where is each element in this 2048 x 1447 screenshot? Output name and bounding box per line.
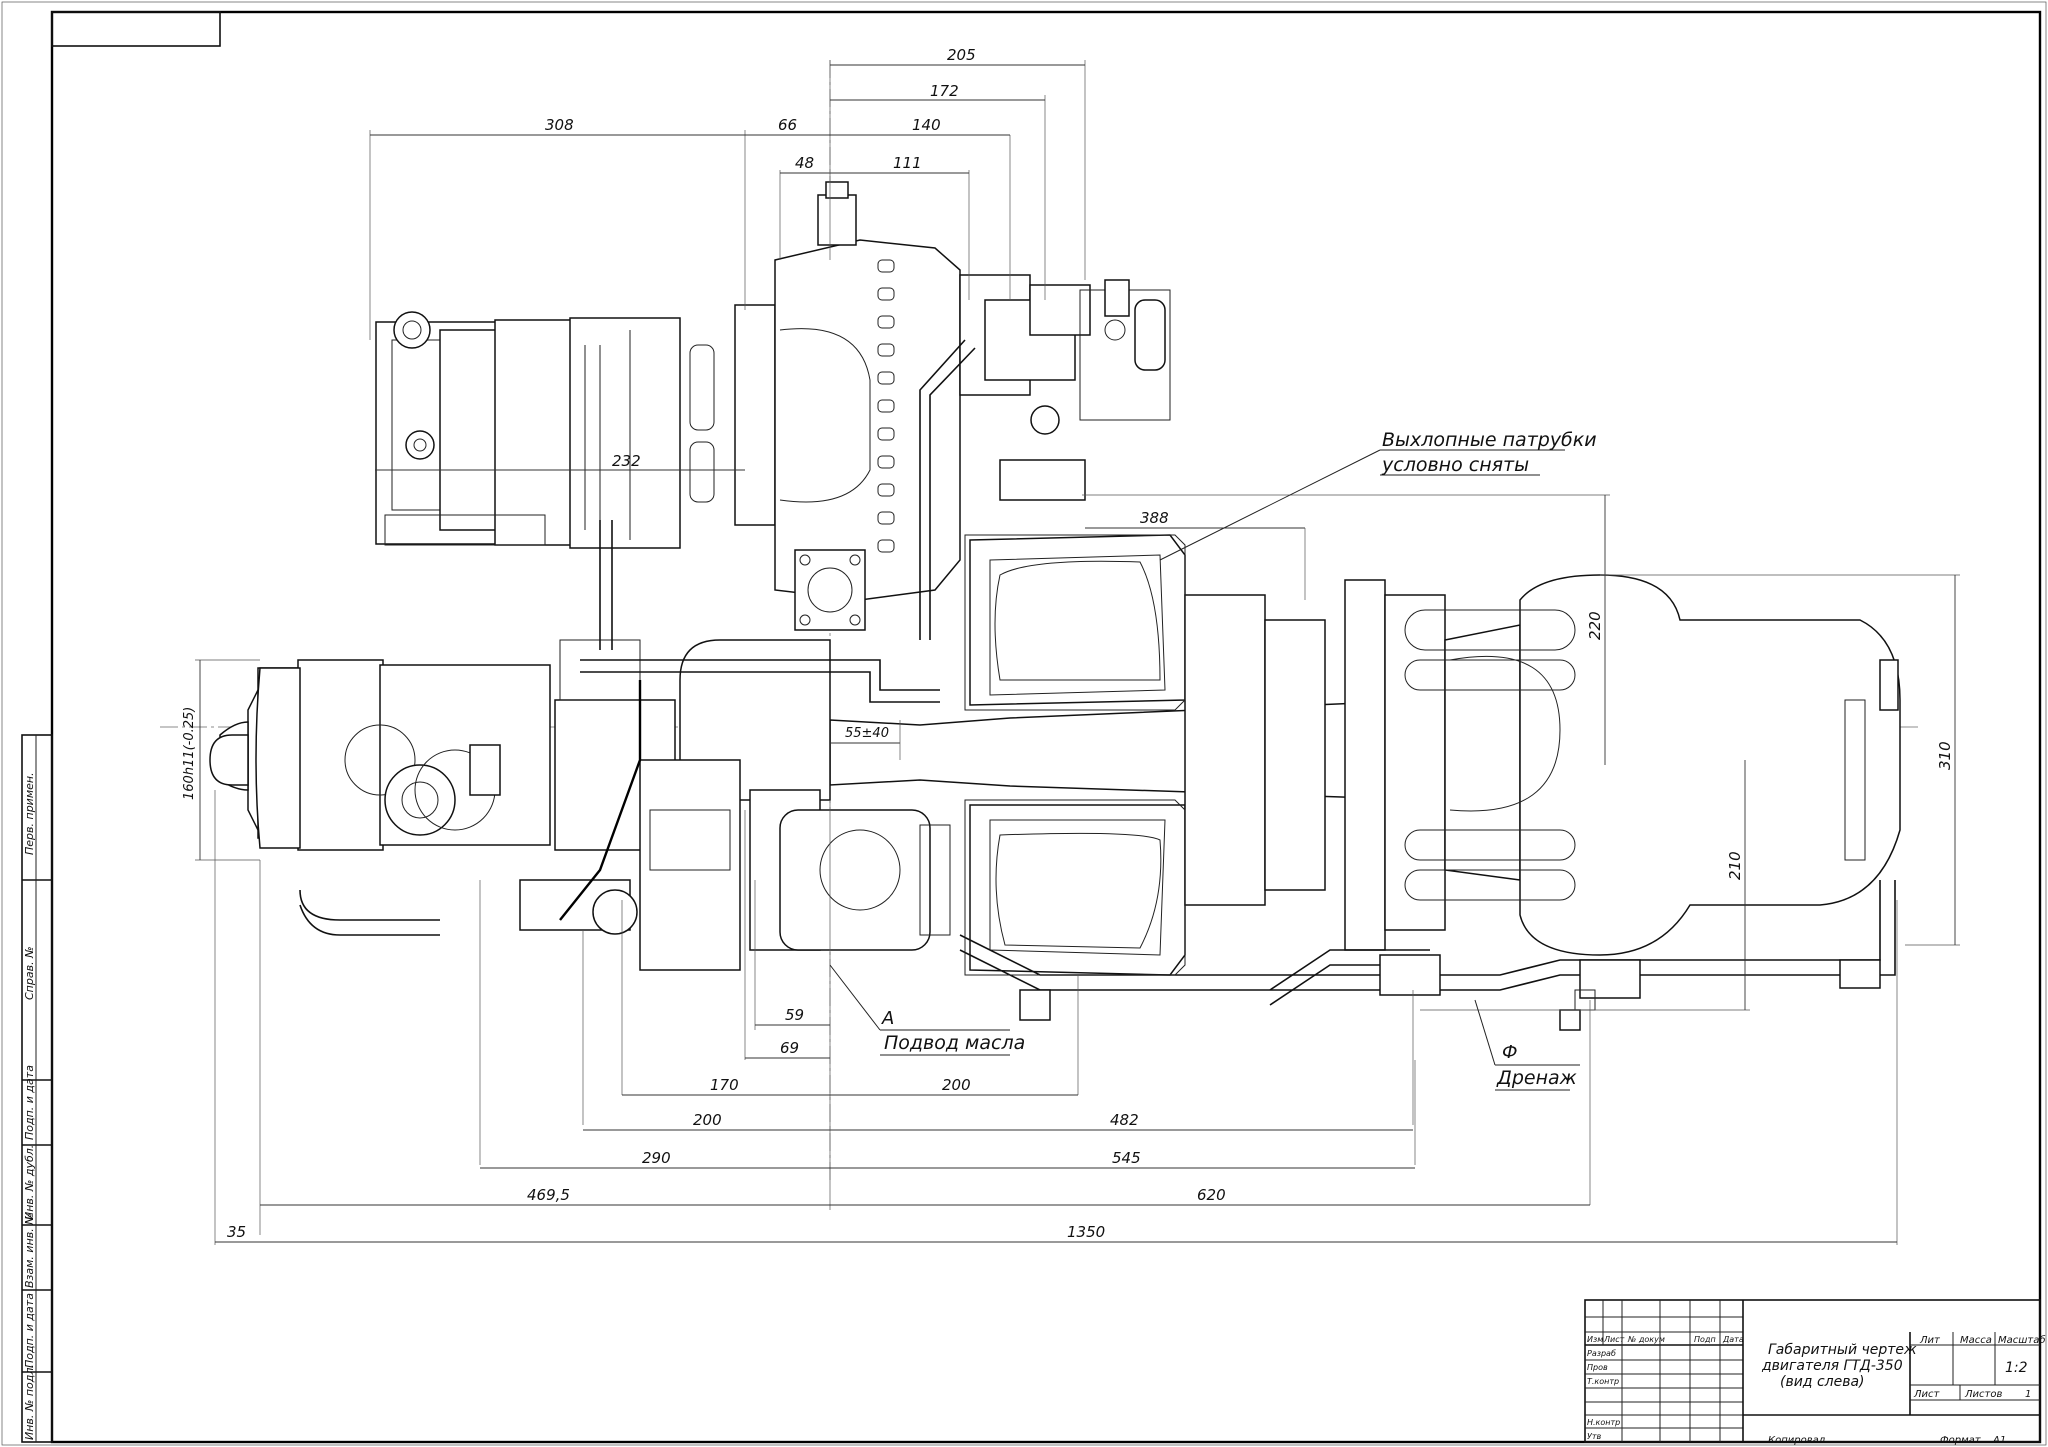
dim-220: 220	[1586, 611, 1604, 640]
tb-format-value: A1	[1992, 1435, 2006, 1446]
dim-172: 172	[930, 82, 959, 100]
side-stamp: Перв. примен. Справ. № Подп. и дата Инв.…	[21, 734, 53, 1443]
tb-title-1: Габаритный чертеж	[1768, 1342, 1917, 1358]
tb-masshtab: Масштаб	[1998, 1334, 2046, 1346]
dim-140: 140	[912, 116, 941, 134]
oil-and-fuel-pipes	[299, 520, 1896, 1031]
tb-title-2: двигателя ГТД-350	[1761, 1358, 1903, 1374]
dim-1350: 1350	[1067, 1223, 1105, 1241]
tb-copied: Копировал	[1768, 1435, 1826, 1446]
reduction-gearbox	[375, 311, 715, 549]
dim-620: 620	[1197, 1186, 1226, 1204]
combustion-chamber-upper	[969, 534, 1186, 706]
tb-role-nkontr: Н.контр	[1587, 1418, 1620, 1427]
tb-hdr-data: Дата	[1722, 1335, 1744, 1344]
dim-200-left: 200	[693, 1111, 722, 1129]
dim-170: 170	[710, 1076, 739, 1094]
note-oil-letter: А	[881, 1008, 894, 1029]
output-shaft-spinner	[209, 667, 301, 849]
note-exhaust-line1: Выхлопные патрубки	[1382, 429, 1597, 451]
accessory-gearbox	[219, 639, 951, 971]
stamp-perv-primen: Перв. примен.	[23, 772, 36, 855]
note-oil-text: Подвод масла	[884, 1032, 1025, 1054]
annotations: Выхлопные патрубки условно сняты А Подво…	[829, 429, 1597, 1091]
stamp-podp-data-2: Подп. и дата	[23, 1293, 36, 1368]
fuel-control-unit	[919, 274, 1171, 640]
stamp-inv-dubl: Инв. № дубл.	[23, 1145, 36, 1220]
title-block: Изм Лист № докум Подп Дата Разраб Пров Т…	[1584, 1299, 2046, 1446]
dim-469-5: 469,5	[527, 1186, 570, 1204]
stamp-vzam-inv: Взам. инв. №	[23, 1213, 36, 1288]
dim-290: 290	[642, 1149, 671, 1167]
tb-format-label: Формат	[1940, 1435, 1982, 1446]
tb-hdr-list: Лист	[1603, 1335, 1625, 1344]
dim-48: 48	[795, 154, 814, 172]
tb-hdr-doc: № докум	[1627, 1335, 1665, 1344]
compressor-casing	[734, 181, 961, 631]
dim-111: 111	[893, 154, 922, 172]
tb-title-3: (вид слева)	[1780, 1374, 1865, 1390]
stamp-sprav-no: Справ. №	[23, 946, 36, 1000]
dim-545: 545	[1112, 1149, 1141, 1167]
dim-69: 69	[780, 1039, 799, 1057]
dim-205: 205	[947, 46, 976, 64]
power-turbine-section	[1184, 574, 1901, 956]
note-exhaust-line2: условно сняты	[1381, 454, 1529, 476]
dim-210: 210	[1726, 851, 1744, 880]
tb-sheet-label: Лист	[1913, 1389, 1941, 1400]
stamp-podp-data-1: Подп. и дата	[23, 1065, 36, 1140]
combustion-chamber-lower	[969, 804, 1186, 976]
dim-55-40: 55±40	[845, 726, 889, 741]
tb-scale-value: 1:2	[2005, 1360, 2028, 1376]
tb-role-razrab: Разраб	[1587, 1349, 1616, 1358]
tb-role-tkontr: Т.контр	[1587, 1377, 1619, 1386]
dim-59: 59	[785, 1006, 804, 1024]
tb-hdr-izm: Изм	[1587, 1335, 1603, 1344]
dim-35: 35	[227, 1223, 246, 1241]
tb-role-prov: Пров	[1587, 1363, 1608, 1372]
tb-hdr-podp: Подп	[1694, 1335, 1716, 1344]
dimension-lines: 205 172 308 66 140 48 111 232 388 220 31…	[182, 46, 1960, 1245]
stamp-inv-podl: Инв. № подл.	[23, 1364, 36, 1440]
dim-388: 388	[1140, 509, 1169, 527]
note-drain-letter: Ф	[1502, 1042, 1518, 1063]
dim-308: 308	[545, 116, 574, 134]
dim-310: 310	[1936, 741, 1954, 770]
tb-sheets-label: Листов	[1964, 1389, 2002, 1400]
note-drain-text: Дренаж	[1496, 1067, 1577, 1089]
dim-66: 66	[778, 116, 797, 134]
exhaust-flanges	[964, 534, 1186, 976]
tb-massa: Масса	[1960, 1335, 1992, 1346]
tb-role-utv: Утв	[1587, 1432, 1602, 1441]
dim-482: 482	[1110, 1111, 1139, 1129]
tb-lit: Лит	[1919, 1335, 1941, 1346]
engine-assembly	[160, 60, 1920, 1180]
tb-sheets-value: 1	[2025, 1389, 2031, 1400]
dim-200-right: 200	[942, 1076, 971, 1094]
dim-160h11: 160h11(-0.25)	[182, 707, 197, 800]
dim-232: 232	[612, 452, 641, 470]
